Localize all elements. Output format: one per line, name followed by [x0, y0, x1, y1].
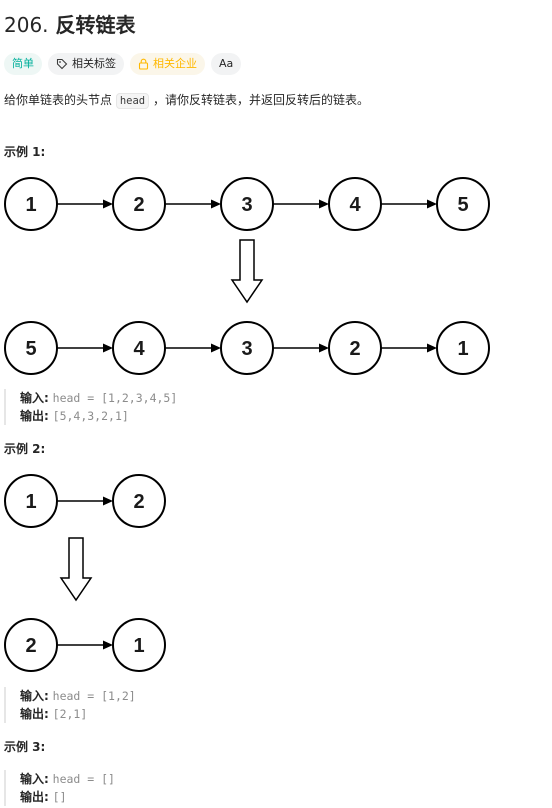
list-node: 5 [4, 321, 58, 375]
example-3-title: 示例 3: [4, 740, 46, 754]
node-value: 5 [457, 194, 468, 216]
input-label: 输入: [20, 391, 49, 405]
output-value: [] [52, 790, 67, 804]
node-value: 3 [241, 194, 252, 216]
node-value: 2 [25, 635, 36, 657]
example-1-io: 输入: head = [1,2,3,4,5] 输出: [5,4,3,2,1] [4, 389, 177, 425]
list-node: 1 [4, 474, 58, 528]
list-node: 2 [328, 321, 382, 375]
inline-code-head: head [115, 93, 150, 109]
output-label: 输出: [20, 790, 49, 804]
reversed-list: 5 4 3 2 1 [4, 321, 490, 375]
output-label: 输出: [20, 707, 49, 721]
node-value: 2 [133, 194, 144, 216]
next-pointer-arrow [273, 343, 329, 353]
lock-icon [138, 58, 149, 70]
example-3-io: 输入: head = [] 输出: [] [4, 770, 115, 806]
problem-title: 206. 反转链表 [4, 10, 136, 40]
next-pointer-arrow [57, 640, 113, 650]
font-toggle-icon: Aa [219, 57, 234, 70]
next-pointer-arrow [381, 199, 437, 209]
output-label: 输出: [20, 409, 49, 423]
input-value: head = [1,2,3,4,5] [52, 391, 178, 405]
node-value: 1 [25, 491, 36, 513]
next-pointer-arrow [57, 496, 113, 506]
list-node: 1 [436, 321, 490, 375]
input-label: 输入: [20, 689, 49, 703]
next-pointer-arrow [57, 199, 113, 209]
original-list: 1 2 3 4 5 [4, 177, 490, 231]
next-pointer-arrow [273, 199, 329, 209]
next-pointer-arrow [57, 343, 113, 353]
list-node: 2 [112, 177, 166, 231]
problem-name: 反转链表 [55, 13, 136, 37]
reverse-arrow-icon [59, 537, 93, 602]
node-value: 2 [349, 338, 360, 360]
example-1-title: 示例 1: [4, 145, 46, 159]
node-value: 4 [133, 338, 145, 360]
next-pointer-arrow [165, 199, 221, 209]
problem-number: 206. [4, 13, 49, 37]
description-text-start: 给你单链表的头节点 [4, 93, 113, 107]
example-2-title: 示例 2: [4, 442, 46, 456]
input-value: head = [1,2] [52, 689, 136, 703]
node-value: 3 [241, 338, 252, 360]
example-2-io: 输入: head = [1,2] 输出: [2,1] [4, 687, 136, 723]
tag-icon [56, 58, 68, 70]
related-tags-label: 相关标签 [72, 57, 116, 70]
list-node: 2 [4, 618, 58, 672]
list-node: 4 [112, 321, 166, 375]
node-value: 1 [25, 194, 36, 216]
list-node: 4 [328, 177, 382, 231]
node-value: 5 [25, 338, 36, 360]
input-value: head = [] [52, 772, 115, 786]
related-companies-label: 相关企业 [153, 57, 197, 70]
description-text-end: ，请你反转链表，并返回反转后的链表。 [152, 93, 369, 107]
example-1-diagram: 1 2 3 4 5 5 4 3 2 1 [4, 177, 490, 375]
font-toggle-button[interactable]: Aa [211, 53, 242, 75]
output-value: [2,1] [52, 707, 88, 721]
difficulty-label: 简单 [12, 57, 34, 70]
node-value: 1 [457, 338, 468, 360]
node-value: 4 [349, 194, 361, 216]
list-node: 5 [436, 177, 490, 231]
related-tags-button[interactable]: 相关标签 [48, 53, 124, 75]
list-node: 3 [220, 321, 274, 375]
tag-bar: 简单 相关标签 相关企业 Aa [4, 53, 242, 75]
node-value: 1 [133, 635, 144, 657]
list-node: 3 [220, 177, 274, 231]
problem-description: 给你单链表的头节点 head ，请你反转链表，并返回反转后的链表。 [4, 90, 369, 111]
reverse-arrow-icon [230, 239, 264, 304]
next-pointer-arrow [381, 343, 437, 353]
list-node: 1 [112, 618, 166, 672]
input-label: 输入: [20, 772, 49, 786]
difficulty-badge[interactable]: 简单 [4, 53, 42, 75]
output-value: [5,4,3,2,1] [52, 409, 129, 423]
list-node: 2 [112, 474, 166, 528]
related-companies-button[interactable]: 相关企业 [130, 53, 205, 75]
next-pointer-arrow [165, 343, 221, 353]
node-value: 2 [133, 491, 144, 513]
list-node: 1 [4, 177, 58, 231]
